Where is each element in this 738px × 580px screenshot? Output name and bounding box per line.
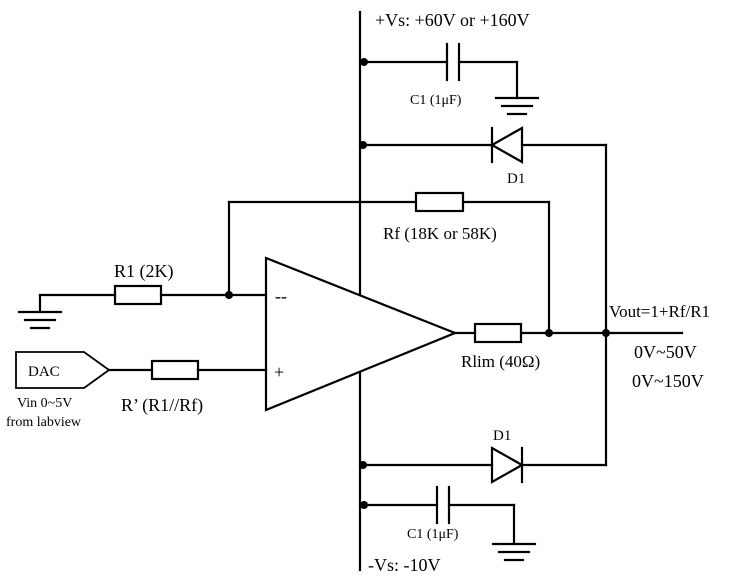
vout-label: Vout=1+Rf/R1 (609, 302, 710, 321)
output-range-1: 0V~50V (634, 342, 697, 362)
junction-dot (360, 58, 368, 66)
d1-bottom-label: D1 (493, 428, 511, 444)
ground-symbol-left (17, 293, 63, 330)
ground-symbol-top (494, 96, 540, 116)
junction-dot (360, 501, 368, 509)
resistor-r-prime (107, 359, 268, 381)
capacitor-c1-top (358, 42, 519, 100)
resistor-rf (227, 191, 551, 335)
dac-label: DAC (28, 364, 60, 380)
non-inverting-input-label: + (274, 362, 284, 382)
junction-dot (545, 329, 553, 337)
r-prime-label: R’ (R1//Rf) (121, 395, 203, 416)
c1-top-label: C1 (1μF) (410, 93, 462, 108)
r1-label: R1 (2K) (114, 261, 174, 282)
junction-dot (359, 461, 367, 469)
from-labview-label: from labview (6, 415, 82, 430)
positive-supply-label: +Vs: +60V or +160V (375, 10, 530, 30)
op-amp (264, 256, 458, 412)
junction-dot (602, 329, 610, 337)
rf-label: Rf (18K or 58K) (383, 224, 497, 243)
d1-top-label: D1 (507, 171, 525, 187)
diode-d1-top (358, 126, 608, 467)
capacitor-c1-bottom (358, 485, 516, 546)
negative-supply-label: -Vs: -10V (368, 555, 441, 575)
junction-dot (225, 291, 233, 299)
dac-block (15, 351, 111, 389)
rlim-label: Rlim (40Ω) (461, 352, 540, 371)
resistor-r1 (38, 284, 270, 306)
junction-dot (359, 141, 367, 149)
ground-symbol-bottom (491, 542, 537, 562)
c1-bottom-label: C1 (1μF) (407, 527, 459, 542)
diode-d1-bottom (358, 446, 608, 484)
inverting-input-label: -- (275, 286, 287, 306)
vin-label: Vin 0~5V (17, 396, 72, 411)
resistor-rlim (453, 322, 684, 344)
output-range-2: 0V~150V (632, 371, 704, 391)
